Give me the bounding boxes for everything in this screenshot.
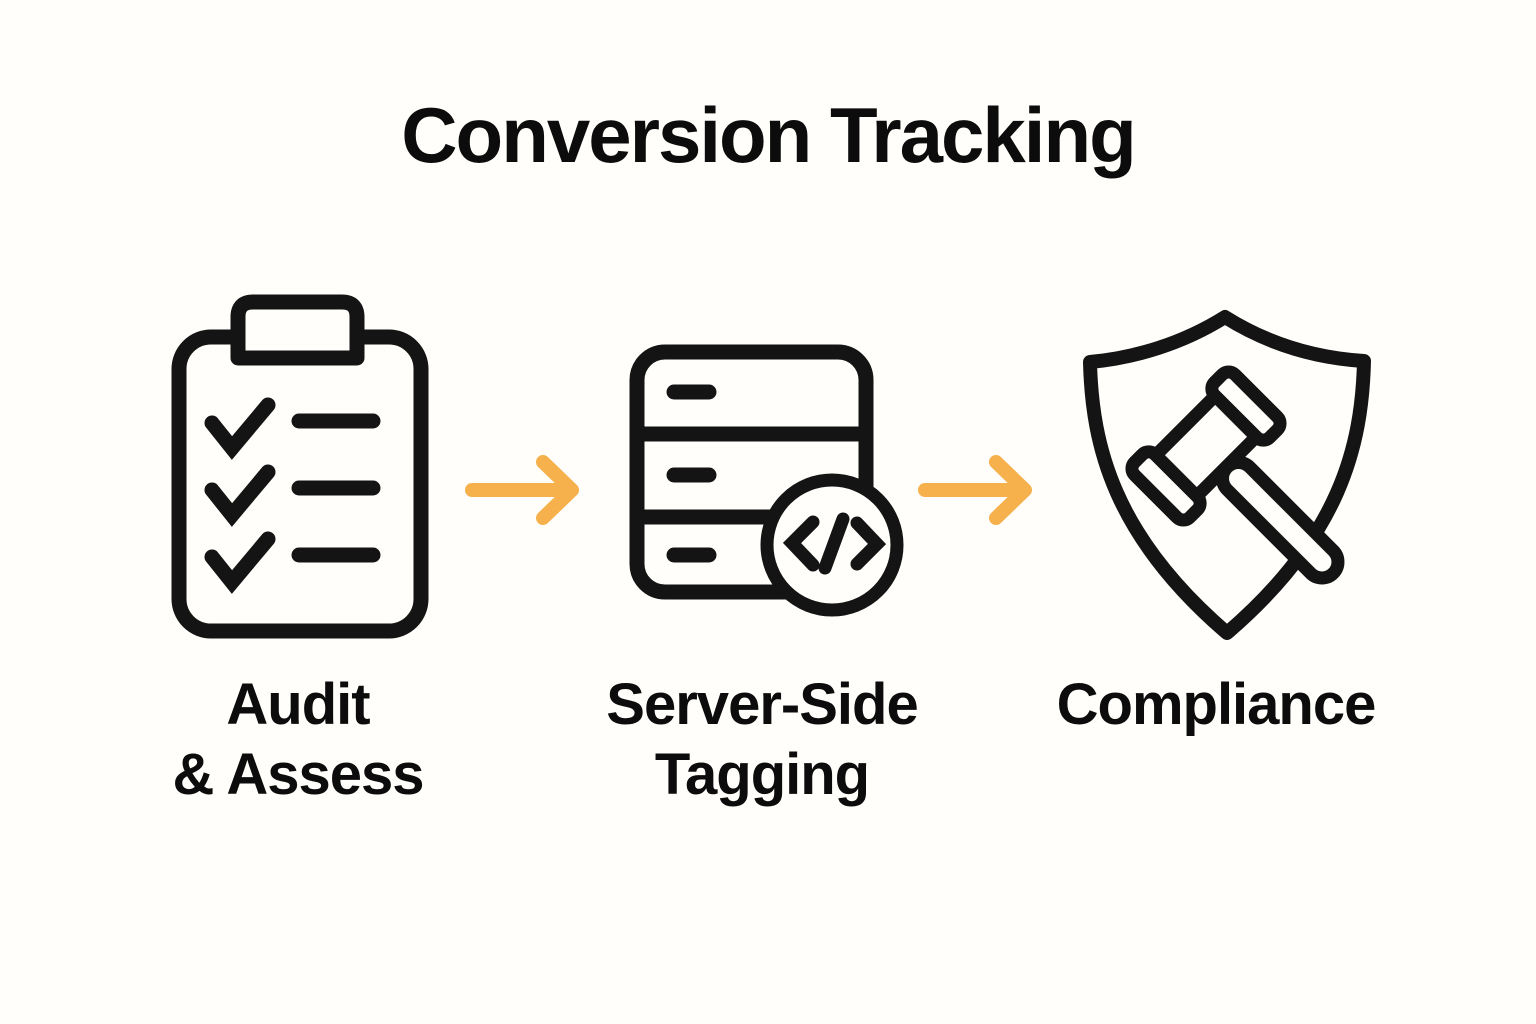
step-label-line: Audit: [226, 672, 370, 737]
step-label-compliance: Compliance: [1056, 670, 1377, 740]
step-label-server-side-tagging: Server-Side Tagging: [606, 670, 918, 809]
step-label-line: & Assess: [172, 741, 424, 807]
step-label-line: Compliance: [1056, 672, 1377, 737]
step-label-line: Server-Side: [606, 672, 918, 737]
gavel-glyph: [1125, 365, 1345, 585]
server-code-icon: [629, 344, 904, 617]
arrow-right-icon: [465, 455, 579, 525]
clipboard-checklist-icon: [171, 294, 429, 639]
diagram-title: Conversion Tracking: [401, 91, 1137, 179]
step-label-line: Tagging: [654, 741, 870, 807]
step-label-audit-assess: Audit & Assess: [172, 670, 424, 809]
arrow-right-icon: [918, 455, 1032, 525]
shield-gavel-icon: [1083, 310, 1371, 640]
